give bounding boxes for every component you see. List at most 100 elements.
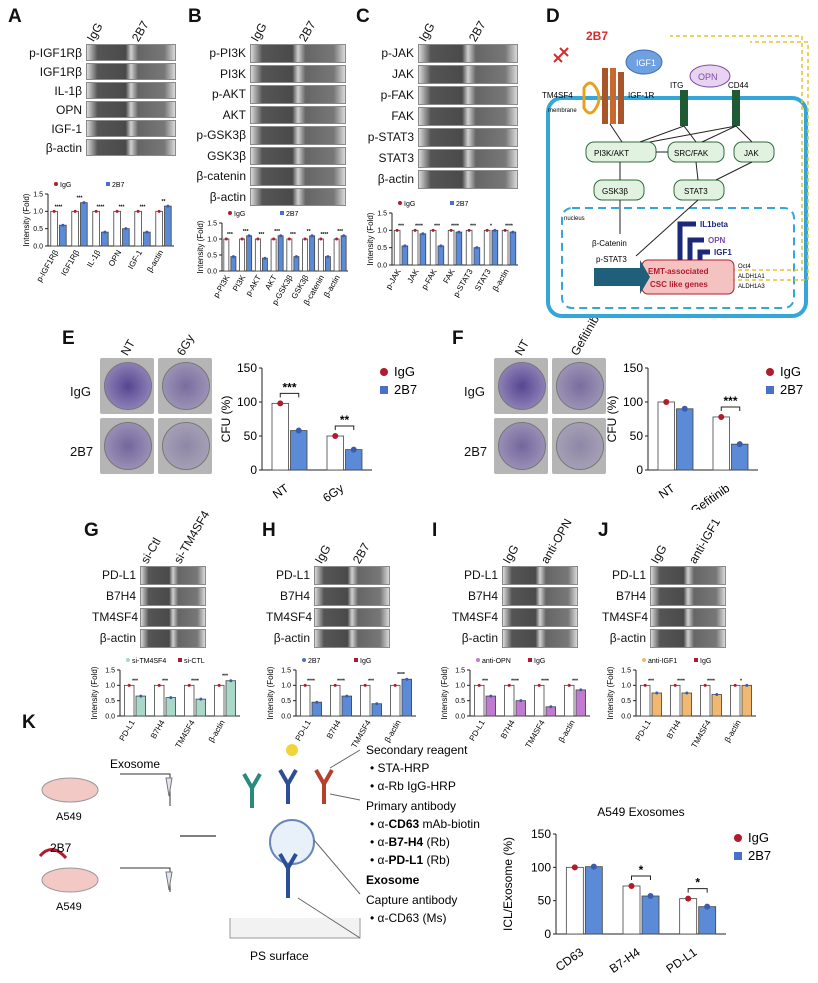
d-label-stat3: STAT3 [684,187,708,196]
k-label-exosome: Exosome [366,873,420,887]
bar-igg [300,684,311,717]
blot-row-label: β-actin [609,631,646,645]
bar-treatment [698,906,717,935]
blot-band-strip [502,566,578,585]
primary-antibody-cd63-icon [242,773,262,808]
x-tick-label: 6Gy [320,481,346,505]
signaling-diagram: 2B7 IGF1 OPN TM4SF4 IGF-1R ITG CD44 memb… [542,29,809,318]
y-tick-label: 1.0 [455,683,465,690]
significance-label: * [490,223,492,229]
d-label-emt1: EMT-associated [648,267,709,276]
blot-band-strip [250,64,346,83]
data-point [685,895,692,902]
bar-igg [411,229,419,266]
significance-label: **** [55,204,63,210]
cd44-receptor [732,90,740,126]
data-point [628,883,635,889]
bar-treatment [641,895,660,935]
x-tick-label: β-actin [491,268,511,293]
blot-row-label: p-STAT3 [367,130,414,144]
y-tick-label: 0.5 [621,698,631,705]
data-point [247,234,251,238]
significance-label: *** [140,204,146,210]
lane-label: 2B7 [128,18,152,44]
y-tick-label: 100 [623,395,643,409]
blot-band-strip [250,44,346,63]
y-tick-label: 1.5 [377,210,387,217]
data-point [485,228,489,232]
data-point [643,683,647,687]
petri-dish-1 [41,777,99,803]
d-label-igf1b: IGF1 [714,248,732,257]
bar-treatment [164,205,172,247]
blot-band-strip [314,608,390,627]
stat3-node [673,179,725,201]
d-label-cd44: CD44 [728,81,749,90]
legend-label: IgG [394,364,415,379]
panel-letter-c: C [356,6,370,27]
bar-igg [504,684,515,717]
blot-row-label: STAT3 [378,151,414,165]
x-tick-label: Gefitinib [688,481,732,510]
data-point [703,683,707,687]
bar-treatment [230,256,237,272]
blot-band-strip [86,101,176,118]
bar-treatment [473,247,481,266]
x-tick-label: AKT [263,273,279,291]
bar-igg [184,684,195,717]
blot-row-label: IGF-1 [51,122,82,136]
y-tick-label: 1.5 [207,220,217,227]
cell-membrane-outline [546,96,808,318]
data-point [82,201,86,205]
significance-label: *** [132,678,138,684]
data-point [279,234,283,238]
y-tick-label: 1.0 [281,683,291,690]
tube-2 [165,871,173,891]
data-point [332,433,339,439]
significance-label: * [695,876,700,890]
y-axis-label: CFU (%) [219,396,233,443]
significance-label: **** [191,678,199,684]
blot-row-label: JAK [391,67,414,81]
y-tick-label: 0.5 [377,245,387,252]
blot-row-label: FAK [391,109,414,123]
lane-label: IgG [499,542,522,566]
panel-letter-k: K [22,712,36,733]
bar-igg [92,210,100,247]
data-point [571,864,578,871]
bar-treatment [277,235,284,272]
legend-marker [694,658,698,662]
data-point [475,246,479,250]
data-point [715,693,719,697]
bar-igg [564,684,575,717]
y-tick-label: 1.0 [377,228,387,235]
y-tick-label: 0.5 [455,698,465,705]
data-point [335,237,339,241]
d-label-opn2: OPN [708,236,726,245]
k-label-2b7: 2B7 [50,841,72,855]
lane-label: si-Ctl [137,535,164,566]
k-label-a549-1: A549 [56,811,82,823]
legend-marker [228,211,232,215]
svg-text:• STA-HRP: • STA-HRP [370,761,429,775]
bar-treatment [509,231,517,266]
legend-marker [528,658,532,662]
panel-letter-i: I [432,520,438,541]
bar-igg [447,229,455,266]
bar-treatment [584,866,603,935]
blot-band-strip [314,629,390,648]
blot-band-strip [250,146,346,165]
significance-label: **** [397,672,405,678]
bar-treatment [681,692,693,717]
bar-igg [302,238,309,272]
legend-marker [354,658,358,662]
bar-treatment [437,245,445,266]
d-label-igf1: IGF1 [636,58,656,68]
legend-marker [126,658,130,662]
y-axis-label: Intensity (Fold) [366,212,375,265]
blot-band-strip [650,587,726,606]
hrp-signal-icon [286,744,298,756]
